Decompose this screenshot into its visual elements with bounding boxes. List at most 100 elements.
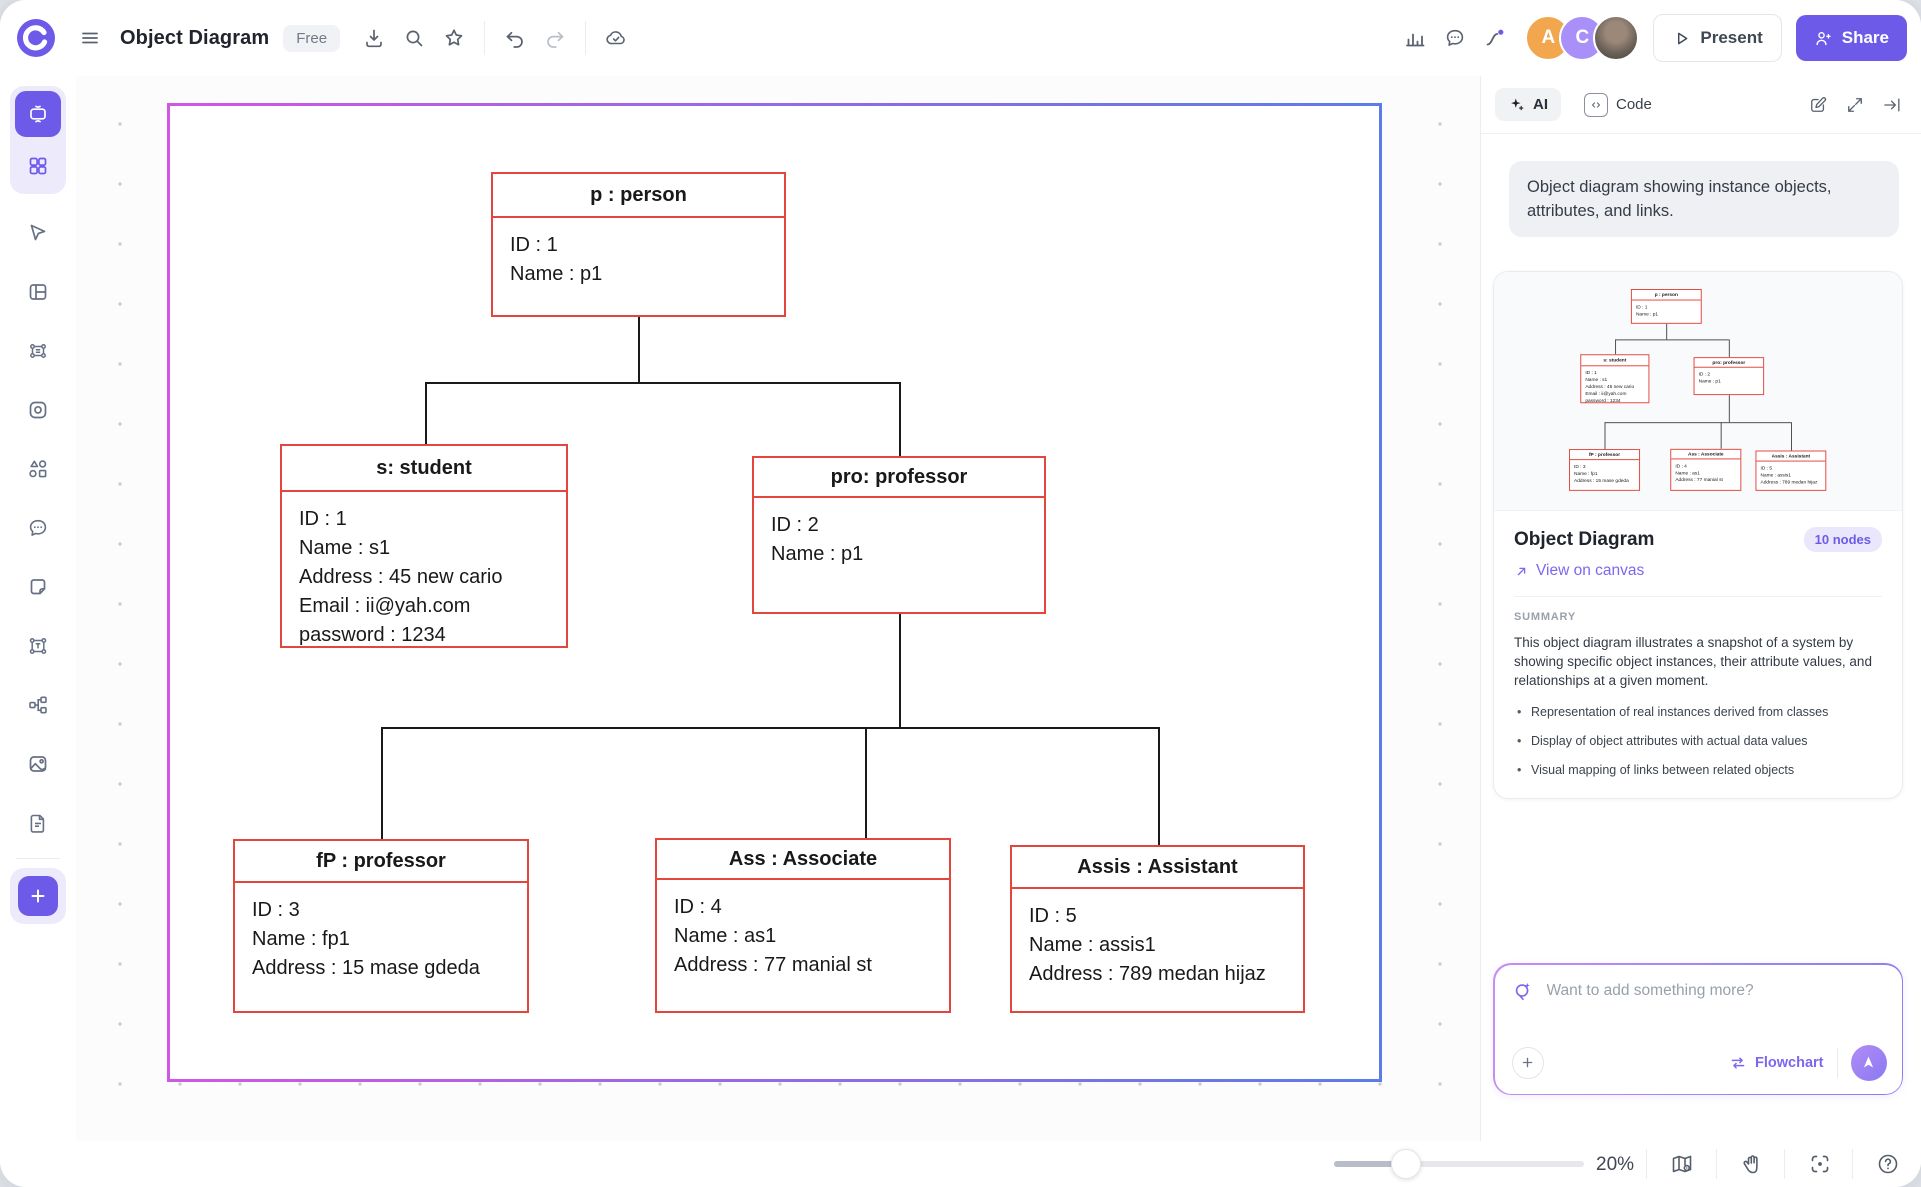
swap-icon — [1731, 1056, 1745, 1069]
connector-line[interactable] — [899, 614, 901, 727]
ai-search-icon — [1515, 982, 1530, 1000]
focus-icon[interactable] — [1808, 1152, 1832, 1176]
connector-line[interactable] — [865, 727, 867, 838]
sidebar-add-button[interactable] — [18, 876, 58, 916]
connector-line[interactable] — [1158, 727, 1160, 845]
node-title: p : person — [1631, 290, 1701, 301]
summary-bullet: Visual mapping of links between related … — [1514, 762, 1882, 778]
pan-hand-icon[interactable] — [1740, 1152, 1764, 1176]
chart-icon[interactable] — [1395, 18, 1435, 58]
sidebar-item-section[interactable] — [18, 331, 58, 371]
connector-line[interactable] — [899, 382, 901, 456]
present-button[interactable]: Present — [1653, 14, 1782, 62]
canvas-footer: 20% — [0, 1141, 1921, 1187]
collapse-panel-icon[interactable] — [1877, 90, 1907, 120]
connector-line[interactable] — [425, 382, 899, 384]
sidebar-item-layout[interactable] — [18, 272, 58, 312]
minimap-icon[interactable] — [1670, 1152, 1694, 1176]
text-icon — [29, 638, 47, 654]
activity-icon[interactable] — [1475, 18, 1515, 58]
search-icon[interactable] — [394, 18, 434, 58]
sidebar-item-comment[interactable] — [18, 508, 58, 548]
ai-prompt-box: Flowchart — [1493, 963, 1903, 1095]
redo-icon[interactable] — [535, 18, 575, 58]
sidebar-item-templates[interactable] — [15, 143, 61, 189]
document-icon — [30, 814, 45, 833]
plus-icon — [1522, 1057, 1533, 1068]
edit-icon[interactable] — [1803, 90, 1833, 120]
connector-line — [1666, 323, 1668, 340]
document-title[interactable]: Object Diagram — [120, 26, 270, 49]
connector-line[interactable] — [381, 727, 383, 839]
zoom-level: 20% — [1596, 1154, 1635, 1175]
send-button[interactable] — [1850, 1044, 1887, 1081]
zoom-slider-handle[interactable] — [1391, 1149, 1421, 1179]
summary-bullets: Representation of real instances derived… — [1514, 704, 1882, 778]
mindmap-icon — [29, 696, 47, 714]
node-title: fP : professor — [1569, 450, 1640, 461]
avatar-photo[interactable] — [1593, 15, 1640, 61]
download-icon[interactable] — [354, 18, 394, 58]
sticker-icon — [29, 401, 47, 419]
ai-panel: AI Code Object diagram showing — [1480, 76, 1921, 1141]
connector-line[interactable] — [638, 317, 640, 382]
connector-line — [1615, 339, 1617, 355]
cloud-check-icon — [596, 18, 636, 58]
attach-button[interactable] — [1511, 1046, 1544, 1079]
node-title: Assis : Assistant — [1012, 847, 1303, 889]
share-button[interactable]: Share — [1795, 15, 1907, 61]
connector-line[interactable] — [425, 382, 427, 444]
sidebar-item-diagram-tool[interactable] — [15, 91, 61, 137]
menu-icon[interactable] — [70, 18, 110, 58]
sidebar-item-note[interactable] — [18, 567, 58, 607]
mode-selector-flowchart[interactable]: Flowchart — [1729, 1054, 1824, 1072]
sidebar-item-mindmap[interactable] — [18, 685, 58, 725]
expand-icon[interactable] — [1840, 90, 1870, 120]
connector-line — [1791, 422, 1792, 451]
sidebar-item-shapes[interactable] — [18, 449, 58, 489]
zoom-slider[interactable] — [1334, 1149, 1584, 1179]
app-logo-icon[interactable] — [16, 18, 56, 58]
sidebar-item-document[interactable] — [18, 803, 58, 843]
sidebar-item-image[interactable] — [18, 744, 58, 784]
summary-text: This object diagram illustrates a snapsh… — [1514, 635, 1872, 688]
sidebar-item-text[interactable] — [18, 626, 58, 666]
comments-icon[interactable] — [1435, 18, 1475, 58]
panel-tabbar: AI Code — [1481, 76, 1921, 134]
connector-line — [1728, 339, 1730, 358]
tab-code[interactable]: Code — [1571, 85, 1665, 125]
summary-bullet: Display of object attributes with actual… — [1514, 733, 1882, 749]
sidebar-item-select[interactable] — [18, 213, 58, 253]
node-title: s: student — [1581, 355, 1649, 367]
star-icon[interactable] — [434, 18, 474, 58]
ai-input[interactable] — [1544, 980, 1887, 1001]
arrow-up-right-icon — [1517, 567, 1526, 575]
tab-ai[interactable]: AI — [1495, 88, 1561, 121]
undo-icon[interactable] — [495, 18, 535, 58]
connector-line[interactable] — [381, 727, 1158, 729]
sidebar-item-sticker[interactable] — [18, 390, 58, 430]
ai-message: Object diagram showing instance objects,… — [1509, 161, 1899, 237]
plan-badge: Free — [283, 24, 341, 52]
node-title: Ass : Associate — [1671, 450, 1741, 460]
help-icon[interactable] — [1876, 1152, 1900, 1176]
send-arrow-icon — [1863, 1056, 1874, 1068]
top-toolbar: Object Diagram Free — [0, 0, 1921, 76]
view-on-canvas-link[interactable]: View on canvas — [1514, 562, 1882, 580]
